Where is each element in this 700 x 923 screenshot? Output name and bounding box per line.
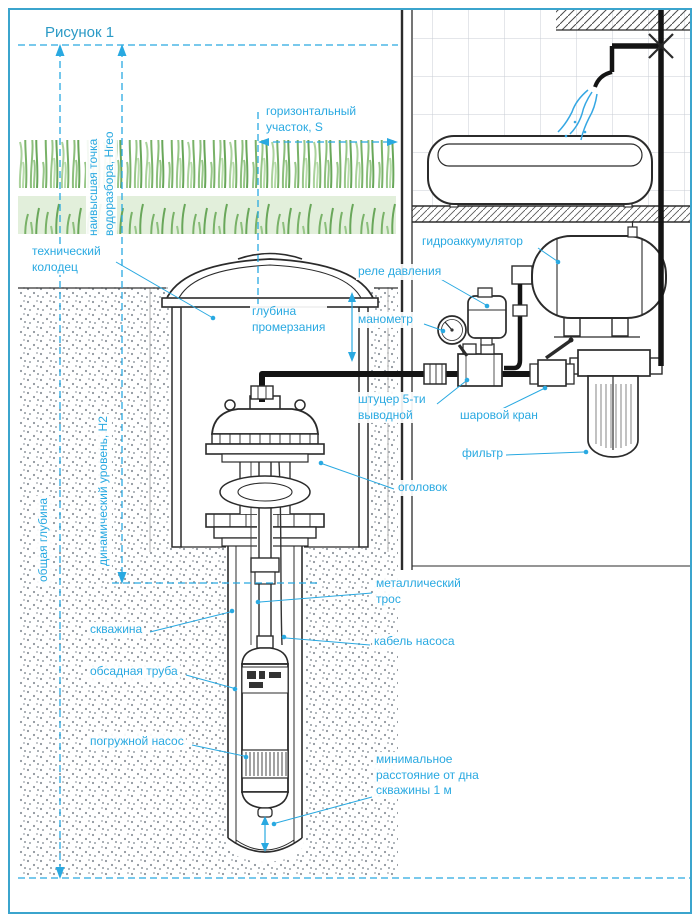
dim-label-min-distance: минимальное расстояние от дна скважины 1… bbox=[374, 752, 481, 799]
hydroaccumulator-tank bbox=[511, 221, 667, 338]
dim-label-total-depth: общая глубина bbox=[36, 495, 52, 584]
bathtub bbox=[427, 135, 653, 208]
label-borehole: скважина bbox=[88, 622, 145, 638]
filter-housing bbox=[569, 349, 663, 458]
five-way-fitting bbox=[457, 343, 503, 387]
label-submersible-pump: погружной насос bbox=[88, 734, 186, 750]
pipework bbox=[250, 10, 674, 402]
wellhead bbox=[205, 395, 325, 509]
label-wellhead: оголовок bbox=[396, 480, 450, 496]
earth-texture bbox=[18, 256, 398, 876]
dim-label-freeze-depth: глубина промерзания bbox=[250, 304, 328, 336]
label-manometer: манометр bbox=[356, 312, 415, 328]
dim-label-dynamic-level: динамический уровень, H2 bbox=[96, 414, 112, 568]
borehole-casing bbox=[227, 546, 303, 853]
faucet bbox=[593, 10, 674, 366]
label-hydroaccumulator: гидроаккумулятор bbox=[420, 234, 525, 250]
label-five-way-union: штуцер 5-ти выводной bbox=[356, 392, 428, 424]
label-pump-cable: кабель насоса bbox=[372, 634, 457, 650]
pressure-relay-device bbox=[467, 287, 507, 346]
submersible-pump bbox=[241, 635, 289, 818]
leader-lines bbox=[115, 247, 589, 827]
label-casing-pipe: обсадная труба bbox=[88, 664, 180, 680]
label-ball-valve: шаровой кран bbox=[458, 408, 540, 424]
label-technical-well: технический колодец bbox=[30, 244, 103, 276]
ball-valve-device bbox=[529, 337, 575, 387]
figure-title: Рисунок 1 bbox=[42, 24, 118, 41]
dim-label-horizontal-section: горизонтальный участок, S bbox=[264, 104, 359, 136]
manometer-gauge bbox=[437, 315, 469, 357]
grass bbox=[18, 140, 396, 234]
dim-label-highest-point: наивысшая точка водоразбора, Hгео bbox=[86, 129, 118, 238]
label-filter: фильтр bbox=[460, 446, 506, 462]
dome-lid bbox=[161, 252, 379, 308]
water-spray-icon bbox=[557, 89, 598, 141]
technical-well bbox=[161, 252, 379, 548]
dimension-lines bbox=[18, 44, 690, 879]
label-pressure-relay: реле давления bbox=[356, 264, 444, 280]
label-metal-cable: металлический трос bbox=[374, 576, 463, 608]
